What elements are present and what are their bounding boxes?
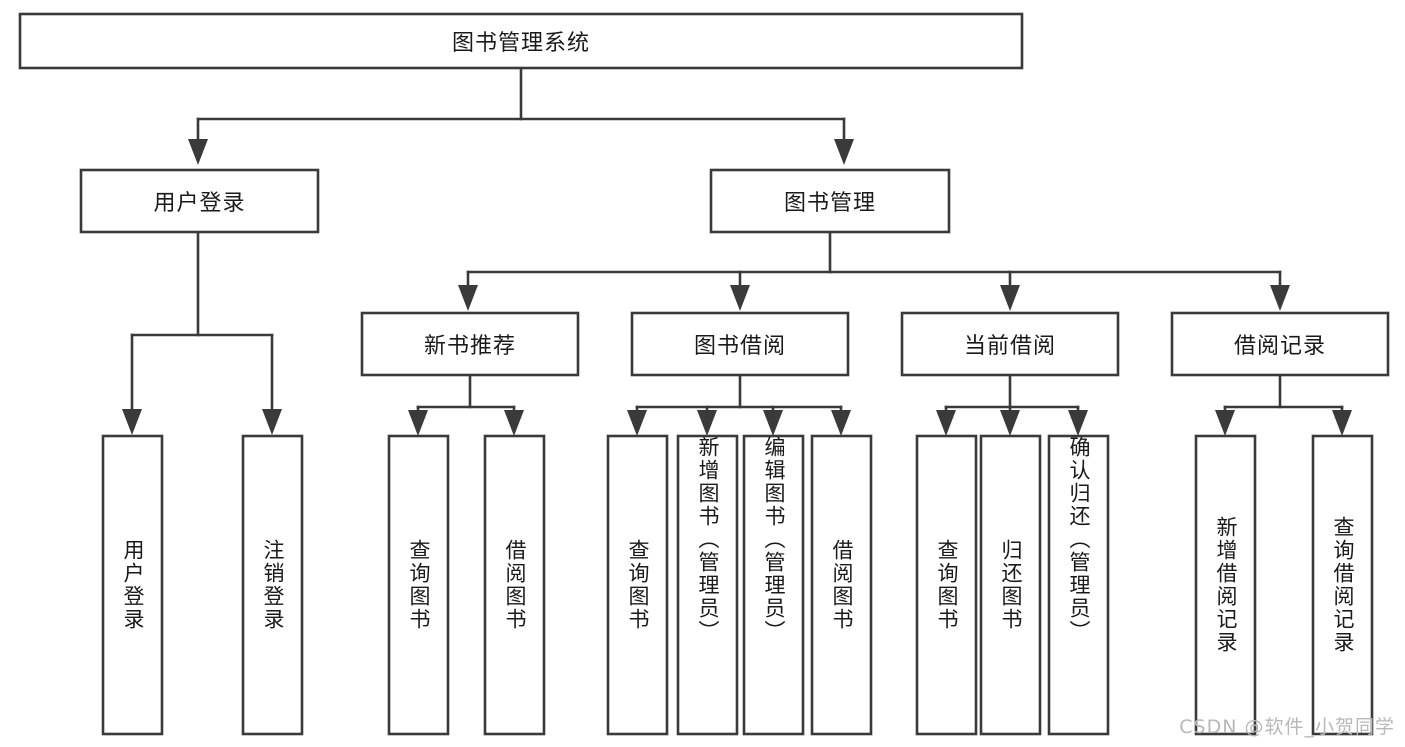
- node-new-book-rec[interactable]: [360, 311, 580, 377]
- node-leaf-current-return-book[interactable]: [979, 434, 1042, 736]
- node-borrow-record[interactable]: [1170, 311, 1390, 377]
- node-leaf-user-logout[interactable]: [241, 434, 304, 736]
- connector-user-login-to-leaves: [122, 230, 282, 435]
- node-book-manage[interactable]: [709, 168, 951, 234]
- node-leaf-rec-borrow-book[interactable]: [483, 434, 546, 736]
- node-leaf-record-query[interactable]: [1311, 434, 1374, 736]
- connector-book-borrow-to-leaves: [627, 373, 851, 436]
- node-leaf-user-login[interactable]: [101, 434, 164, 736]
- connector-root-to-level2: [188, 66, 854, 165]
- node-leaf-current-query-book[interactable]: [915, 434, 978, 736]
- node-leaf-borrow-edit-book[interactable]: [742, 434, 805, 736]
- node-leaf-current-confirm-return[interactable]: [1047, 434, 1110, 736]
- connector-current-borrow-to-leaves: [936, 373, 1088, 436]
- node-root[interactable]: [18, 12, 1024, 70]
- connector-borrow-record-to-leaves: [1215, 373, 1352, 436]
- node-book-borrow[interactable]: [630, 311, 850, 377]
- node-leaf-borrow-borrow-book[interactable]: [810, 434, 873, 736]
- node-leaf-borrow-add-book[interactable]: [676, 434, 739, 736]
- node-user-login[interactable]: [79, 168, 320, 234]
- connector-new-book-rec-to-leaves: [408, 373, 524, 436]
- node-current-borrow[interactable]: [900, 311, 1120, 377]
- node-leaf-borrow-query-book[interactable]: [606, 434, 669, 736]
- node-leaf-rec-query-book[interactable]: [387, 434, 450, 736]
- node-leaf-record-add[interactable]: [1194, 434, 1257, 736]
- connector-book-manage-to-level3: [458, 230, 1290, 311]
